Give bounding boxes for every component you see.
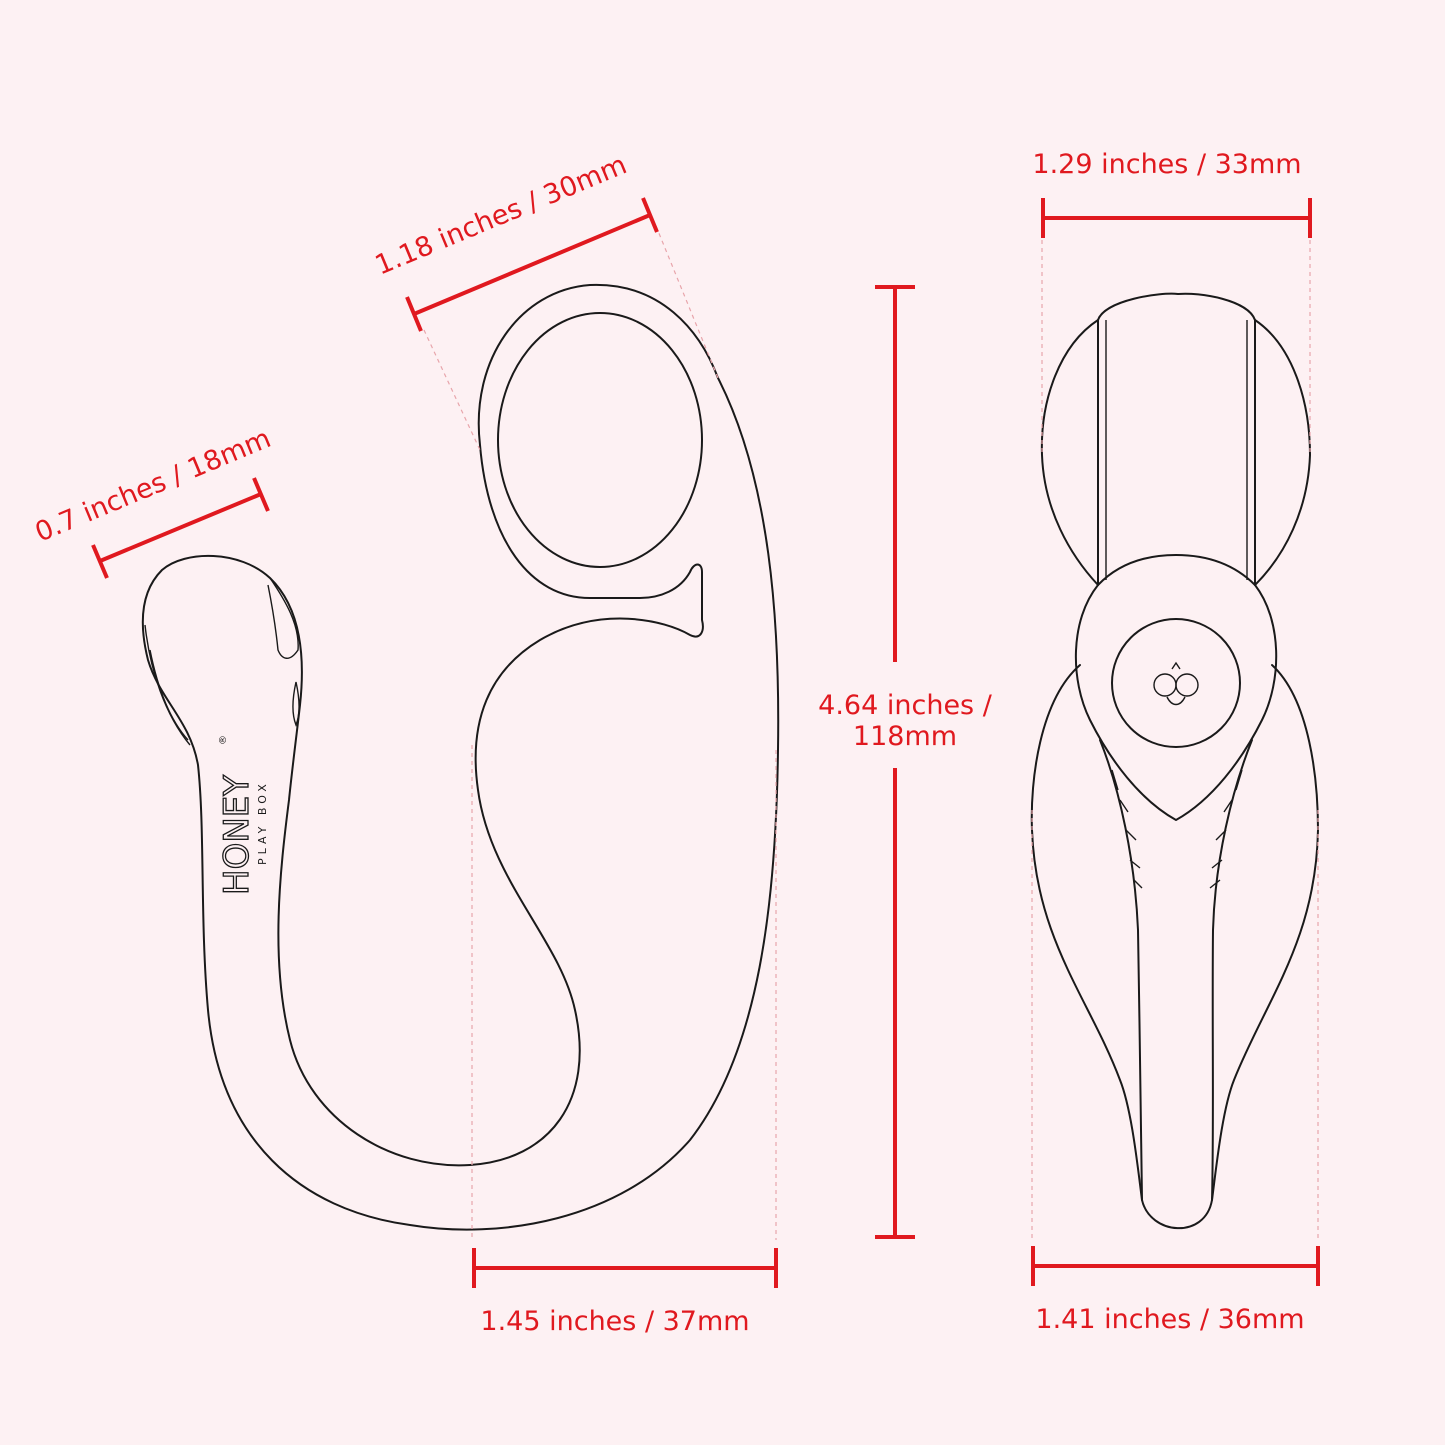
dim-front-top-width: 1.29 inches / 33mm [1032,149,1312,238]
bee-logo-icon [1153,661,1199,706]
brand-logo-word: HONEY [217,775,257,895]
front-top-cap [1097,292,1256,586]
front-texture-right [1209,769,1243,889]
ring-inner-hole [497,312,703,568]
dim-front-bottom-width: 1.41 inches / 36mm [1031,1246,1320,1335]
tip-ridge-left-inner [149,649,189,741]
dim-tip-width: 0.7 inches / 18mm [31,423,276,579]
dim-front-bottom-width-label: 1.41 inches / 36mm [1035,1304,1304,1335]
dim-tip-width-label: 0.7 inches / 18mm [31,423,276,548]
side-view-product: HONEY PLAY BOX ® [141,283,780,1231]
brand-logo-sub: PLAY BOX [256,780,269,865]
front-view-product [1030,292,1319,1230]
front-logo-circle [1111,618,1241,748]
tip-ridge-left [144,624,191,746]
ring-outer-outline [141,283,780,1231]
dim-ring-width: 1.18 inches / 30mm [371,149,659,332]
dim-side-width-label: 1.45 inches / 37mm [480,1306,749,1337]
dim-total-length-label-1: 4.64 inches / [818,690,993,721]
front-lower-body [1030,664,1319,1230]
front-head [1074,554,1278,821]
brand-logo: HONEY PLAY BOX ® [216,735,269,896]
brand-registered-mark: ® [218,735,229,745]
tip-button-right-2 [292,681,300,727]
front-texture-left [1111,769,1143,889]
dim-front-top-width-label: 1.29 inches / 33mm [1032,149,1301,180]
dim-ring-width-label: 1.18 inches / 30mm [371,149,631,281]
dim-side-width: 1.45 inches / 37mm [472,1248,778,1337]
front-stalk [1099,739,1253,1201]
front-top-disc [1040,319,1311,586]
dim-total-length-label-2: 118mm [853,721,957,752]
dim-total-length: 4.64 inches / 118mm [818,285,993,1239]
tip-button-right [267,577,299,659]
extension-lines [423,225,1319,1240]
